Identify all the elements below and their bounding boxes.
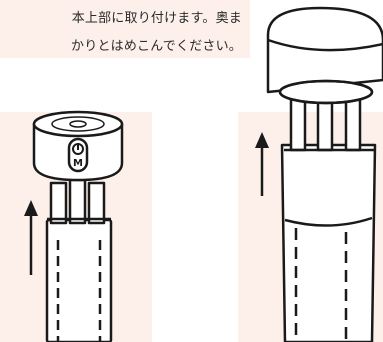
mode-button-label: M [73,158,83,169]
instruction-line-1: 本上部に取り付けます。奥ま [71,11,242,26]
instruction-line-2: かりとはめこんでください。 [71,39,242,54]
instruction-panel: 本上部に取り付けます。奥ま かりとはめこんでください。 [0,0,250,58]
right-figure [266,6,383,342]
left-figure [32,110,124,342]
up-arrow-right-icon [255,132,269,196]
up-arrow-left-icon [24,200,38,275]
